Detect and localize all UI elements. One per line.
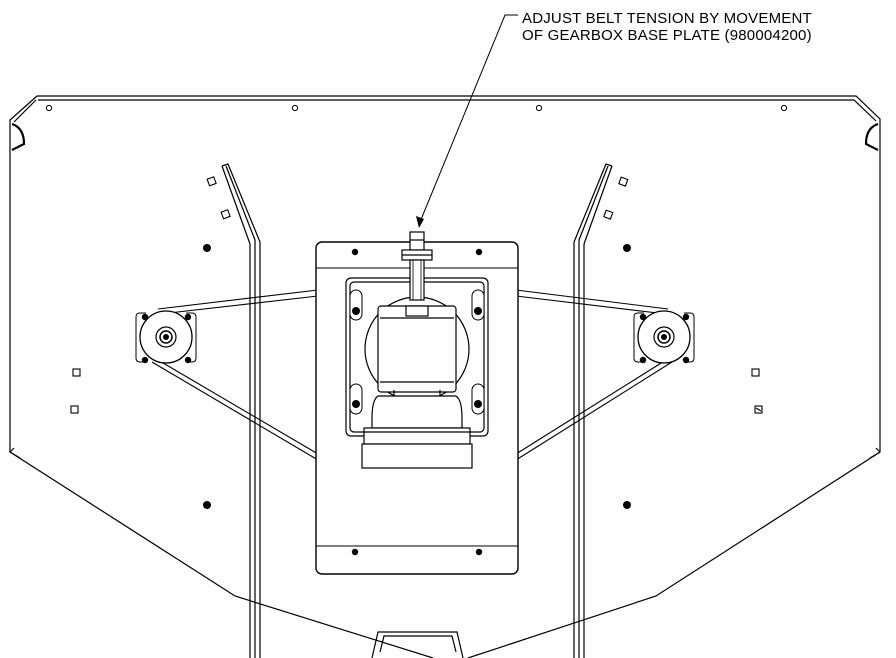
belts (151, 289, 673, 461)
right-corner-tab (864, 122, 879, 151)
leader-arrowhead (416, 216, 424, 228)
annotation-line-1: ADJUST BELT TENSION BY MOVEMENT (522, 10, 812, 27)
right-pulley (633, 310, 695, 364)
left-lower-bevel (9, 447, 21, 459)
belt-left-upper (157, 289, 319, 310)
frame-inner-line (13, 99, 877, 123)
annotation-line-2: OF GEARBOX BASE PLATE (980004200) (522, 27, 812, 44)
right-lower-bevel (869, 447, 881, 459)
square-slots (70, 176, 763, 414)
bottom-notch (371, 631, 464, 658)
belt-right-upper-2 (515, 295, 667, 315)
belt-right-upper (515, 289, 669, 310)
leader-line (419, 14, 518, 223)
frame-plate (9, 95, 881, 658)
belt-left-lower-2 (157, 359, 319, 455)
gearbox-body (361, 395, 473, 469)
belt-left-upper-2 (159, 295, 319, 315)
belt-left-lower (151, 361, 319, 461)
top-holes (45, 104, 788, 112)
tension-annotation: ADJUST BELT TENSION BY MOVEMENT OF GEARB… (416, 10, 812, 228)
right-rail (573, 163, 613, 658)
tension-adjust-bolt (401, 231, 433, 301)
left-corner-tab (11, 122, 26, 151)
motor-body (364, 296, 470, 402)
belt-right-lower-2 (515, 359, 667, 455)
slot-bolts (349, 289, 485, 415)
dark-holes (203, 244, 631, 509)
left-rail (221, 163, 261, 658)
belt-right-lower (515, 361, 673, 461)
left-pulley (135, 310, 197, 364)
